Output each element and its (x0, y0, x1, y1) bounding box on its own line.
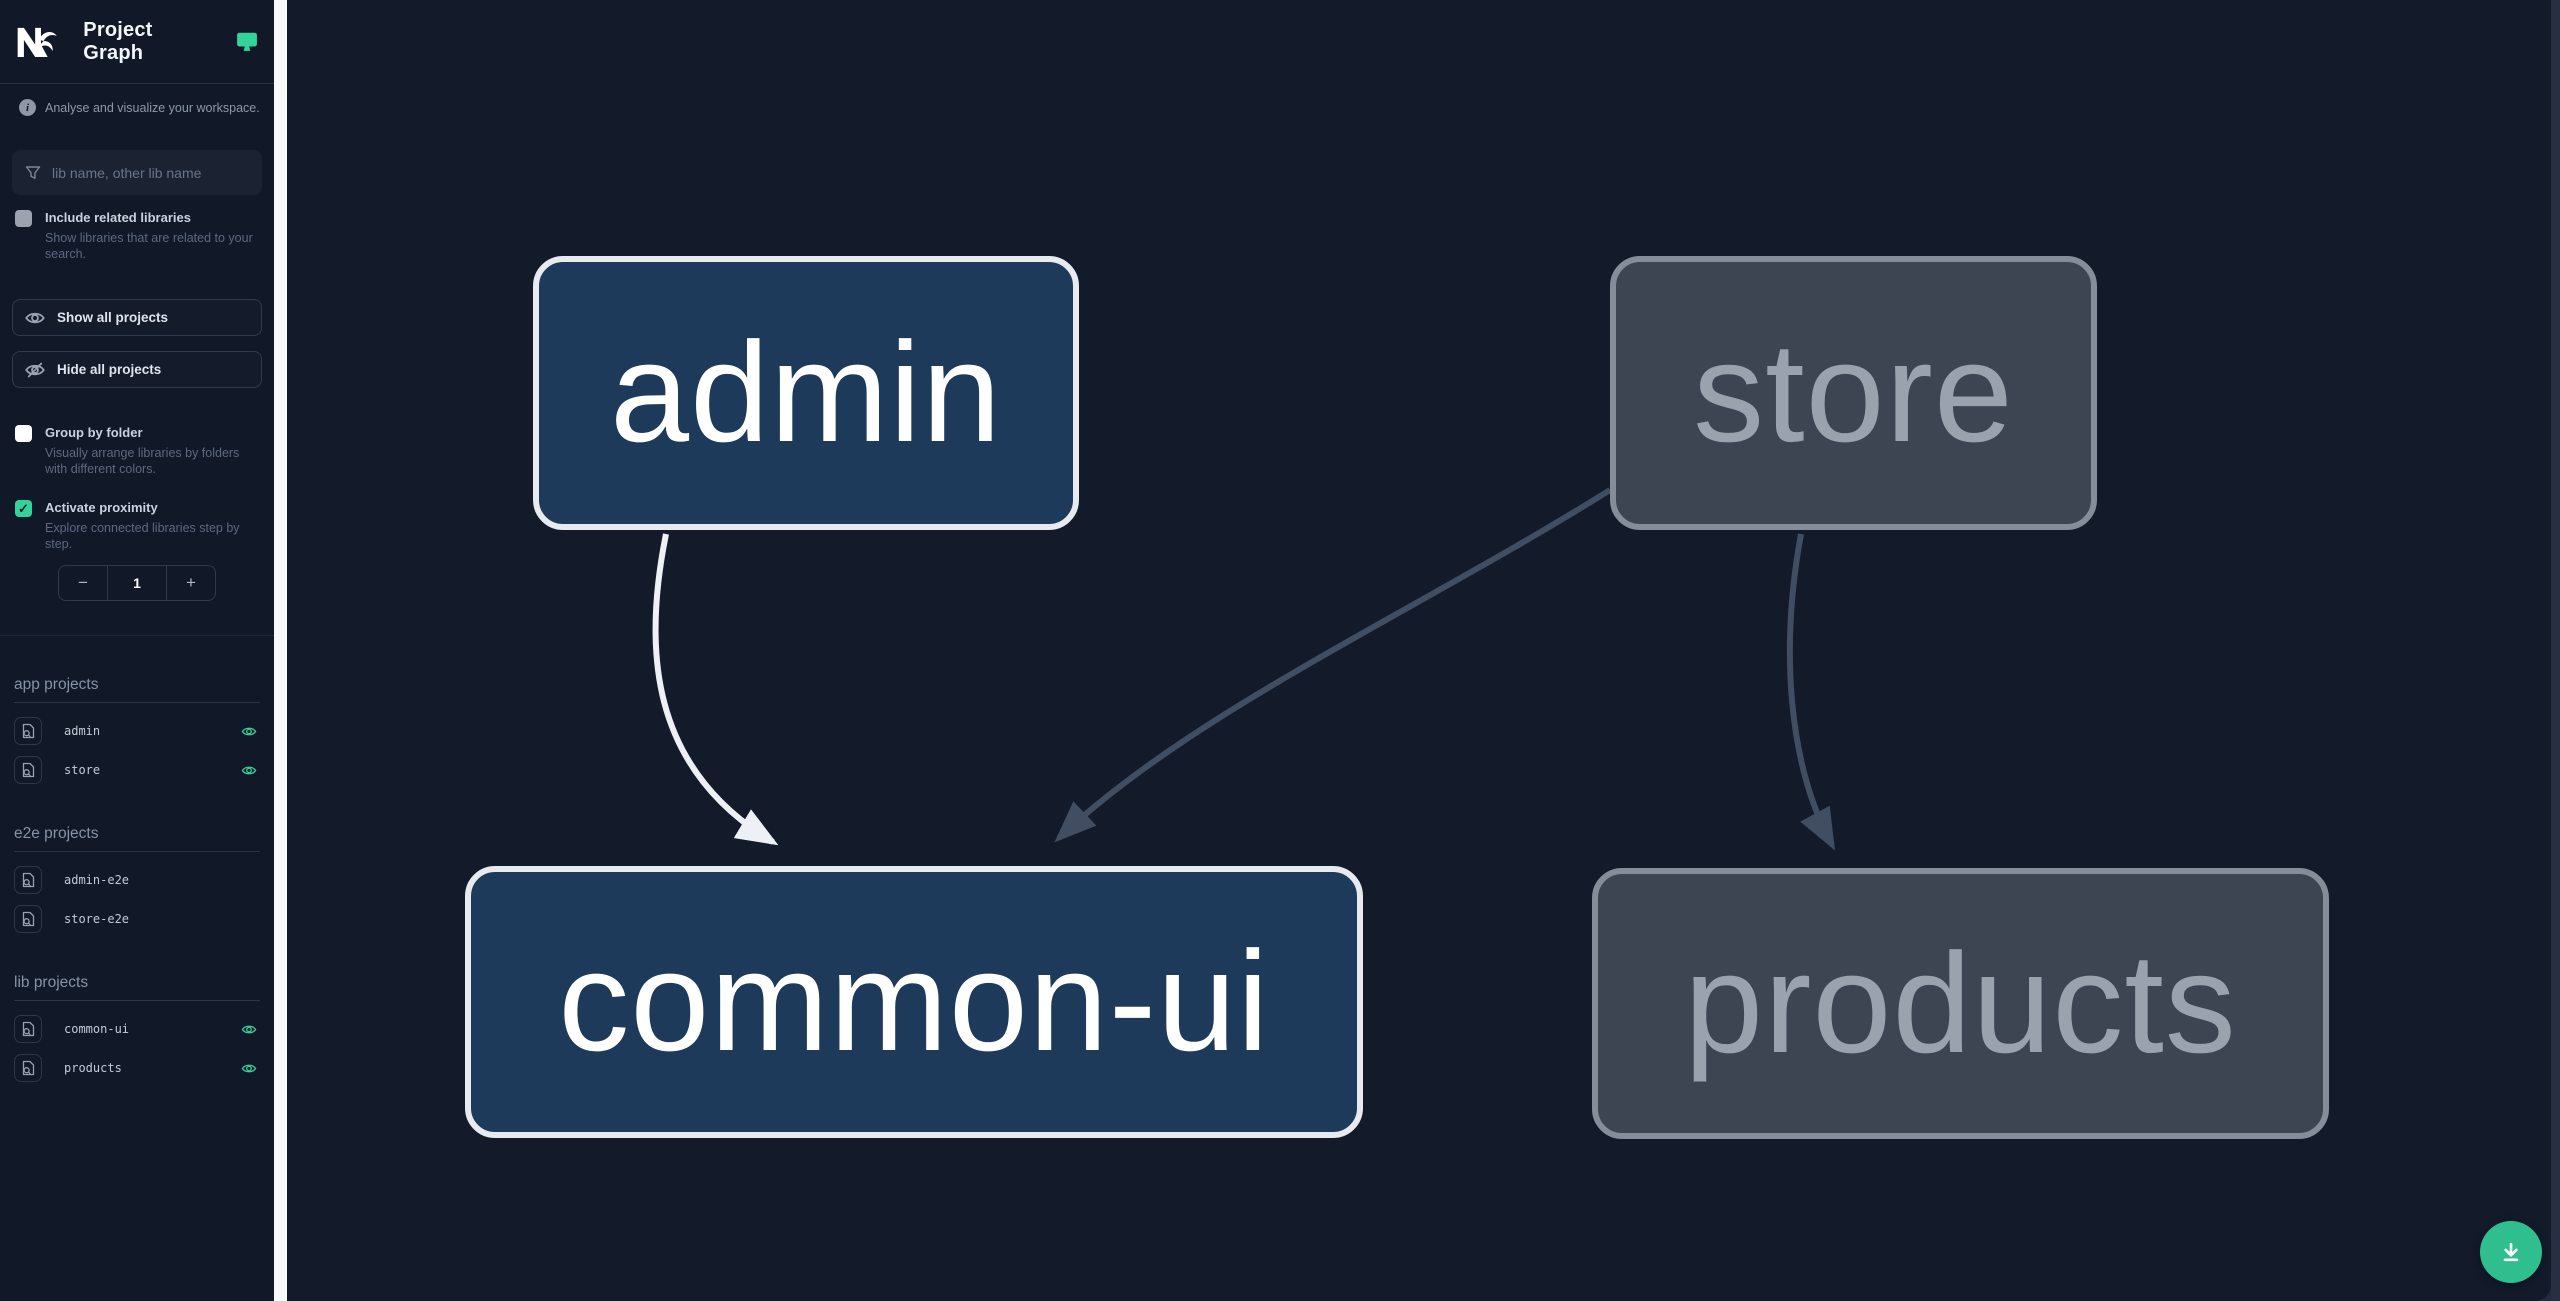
edge-store-products[interactable] (1786, 533, 1836, 851)
section-app-projects: app projects admin store (0, 676, 274, 785)
nx-logo-icon (16, 24, 59, 60)
project-row-admin-e2e: admin-e2e (14, 865, 260, 895)
eye-icon (240, 1061, 258, 1076)
checkbox-label: Group by folder (45, 425, 143, 440)
sidebar-resize-handle[interactable] (274, 0, 287, 1301)
edge-store-common-ui[interactable] (1054, 487, 1612, 843)
search-box (12, 150, 262, 195)
group-by-folder-checkbox[interactable] (15, 425, 32, 442)
section-title: e2e projects (14, 825, 260, 852)
project-name: admin (64, 724, 101, 738)
checkbox-description: Show libraries that are related to your … (45, 231, 253, 261)
show-all-label: Show all projects (57, 310, 169, 325)
toggle-visibility-button[interactable] (238, 761, 260, 780)
doc-search-icon (20, 723, 36, 739)
group-by-folder-checkbox-row[interactable]: Group by folder Visually arrange librari… (15, 424, 260, 477)
edge-admin-common-ui[interactable] (652, 533, 779, 846)
project-name: store-e2e (64, 912, 130, 926)
node-label: admin (610, 313, 1002, 472)
download-graph-button[interactable] (2480, 1221, 2542, 1283)
graph-canvas[interactable]: admin store common-ui products (287, 0, 2551, 1301)
download-icon (2499, 1240, 2523, 1264)
graph-node-store[interactable]: store (1610, 256, 2097, 530)
toggle-visibility-button[interactable] (238, 722, 260, 741)
sidebar: Project Graph i Analyse and visualize yo… (0, 0, 274, 1301)
activate-proximity-checkbox[interactable]: ✓ (15, 500, 32, 517)
focus-project-button[interactable] (14, 756, 42, 784)
proximity-value: 1 (107, 566, 167, 600)
graph-node-common-ui[interactable]: common-ui (465, 866, 1363, 1138)
hide-all-label: Hide all projects (57, 362, 162, 377)
focus-project-button[interactable] (14, 905, 42, 933)
proximity-stepper: − 1 + (58, 565, 216, 601)
eye-icon (240, 1022, 258, 1037)
checkbox-label: Activate proximity (45, 500, 158, 515)
doc-search-icon (20, 1021, 36, 1037)
include-related-checkbox[interactable] (15, 210, 32, 227)
activate-proximity-checkbox-row[interactable]: ✓ Activate proximity Explore connected l… (15, 499, 260, 552)
checkbox-description: Visually arrange libraries by folders wi… (45, 446, 240, 476)
project-row-store: store (14, 755, 260, 785)
node-label: store (1693, 313, 2014, 472)
checkbox-label: Include related libraries (45, 210, 191, 225)
section-title: app projects (14, 676, 260, 703)
filter-icon (25, 165, 41, 181)
eye-icon (25, 308, 45, 328)
eye-icon (240, 724, 258, 739)
toggle-visibility-button[interactable] (238, 1059, 260, 1078)
section-title: lib projects (14, 974, 260, 1001)
info-icon: i (19, 99, 36, 116)
graph-node-admin[interactable]: admin (533, 256, 1079, 530)
doc-search-icon (20, 762, 36, 778)
node-label: products (1684, 923, 2237, 1083)
proximity-decrease-button[interactable]: − (59, 566, 107, 600)
node-label: common-ui (558, 922, 1270, 1081)
project-row-common-ui: common-ui (14, 1014, 260, 1044)
project-name: store (64, 763, 101, 777)
doc-search-icon (20, 872, 36, 888)
graph-node-products[interactable]: products (1592, 868, 2329, 1139)
proximity-increase-button[interactable]: + (167, 566, 215, 600)
section-e2e-projects: e2e projects admin-e2e store-e2e (0, 825, 274, 934)
tagline-text: Analyse and visualize your workspace. (45, 100, 260, 115)
focus-project-button[interactable] (14, 1054, 42, 1082)
focus-project-button[interactable] (14, 1015, 42, 1043)
checkbox-description: Explore connected libraries step by step… (45, 521, 240, 551)
section-lib-projects: lib projects common-ui products (0, 974, 274, 1083)
project-row-products: products (14, 1053, 260, 1083)
monitor-icon[interactable] (236, 31, 258, 52)
project-name: products (64, 1061, 122, 1075)
focus-project-button[interactable] (14, 717, 42, 745)
window-edge (2551, 0, 2560, 1301)
focus-project-button[interactable] (14, 866, 42, 894)
app-header: Project Graph (0, 0, 274, 84)
search-input[interactable] (52, 164, 249, 181)
page-title: Project Graph (83, 18, 153, 64)
eye-icon (240, 763, 258, 778)
project-name: admin-e2e (64, 873, 130, 887)
tagline: i Analyse and visualize your workspace. (19, 99, 260, 116)
edge-layer (652, 487, 1836, 851)
project-row-admin: admin (14, 716, 260, 746)
include-related-checkbox-row[interactable]: Include related libraries Show libraries… (15, 209, 260, 262)
toggle-visibility-button[interactable] (238, 1020, 260, 1039)
doc-search-icon (20, 911, 36, 927)
sidebar-divider (0, 635, 274, 636)
hide-all-projects-button[interactable]: Hide all projects (12, 351, 262, 388)
eye-off-icon (25, 360, 45, 380)
doc-search-icon (20, 1060, 36, 1076)
project-row-store-e2e: store-e2e (14, 904, 260, 934)
project-name: common-ui (64, 1022, 130, 1036)
show-all-projects-button[interactable]: Show all projects (12, 299, 262, 336)
